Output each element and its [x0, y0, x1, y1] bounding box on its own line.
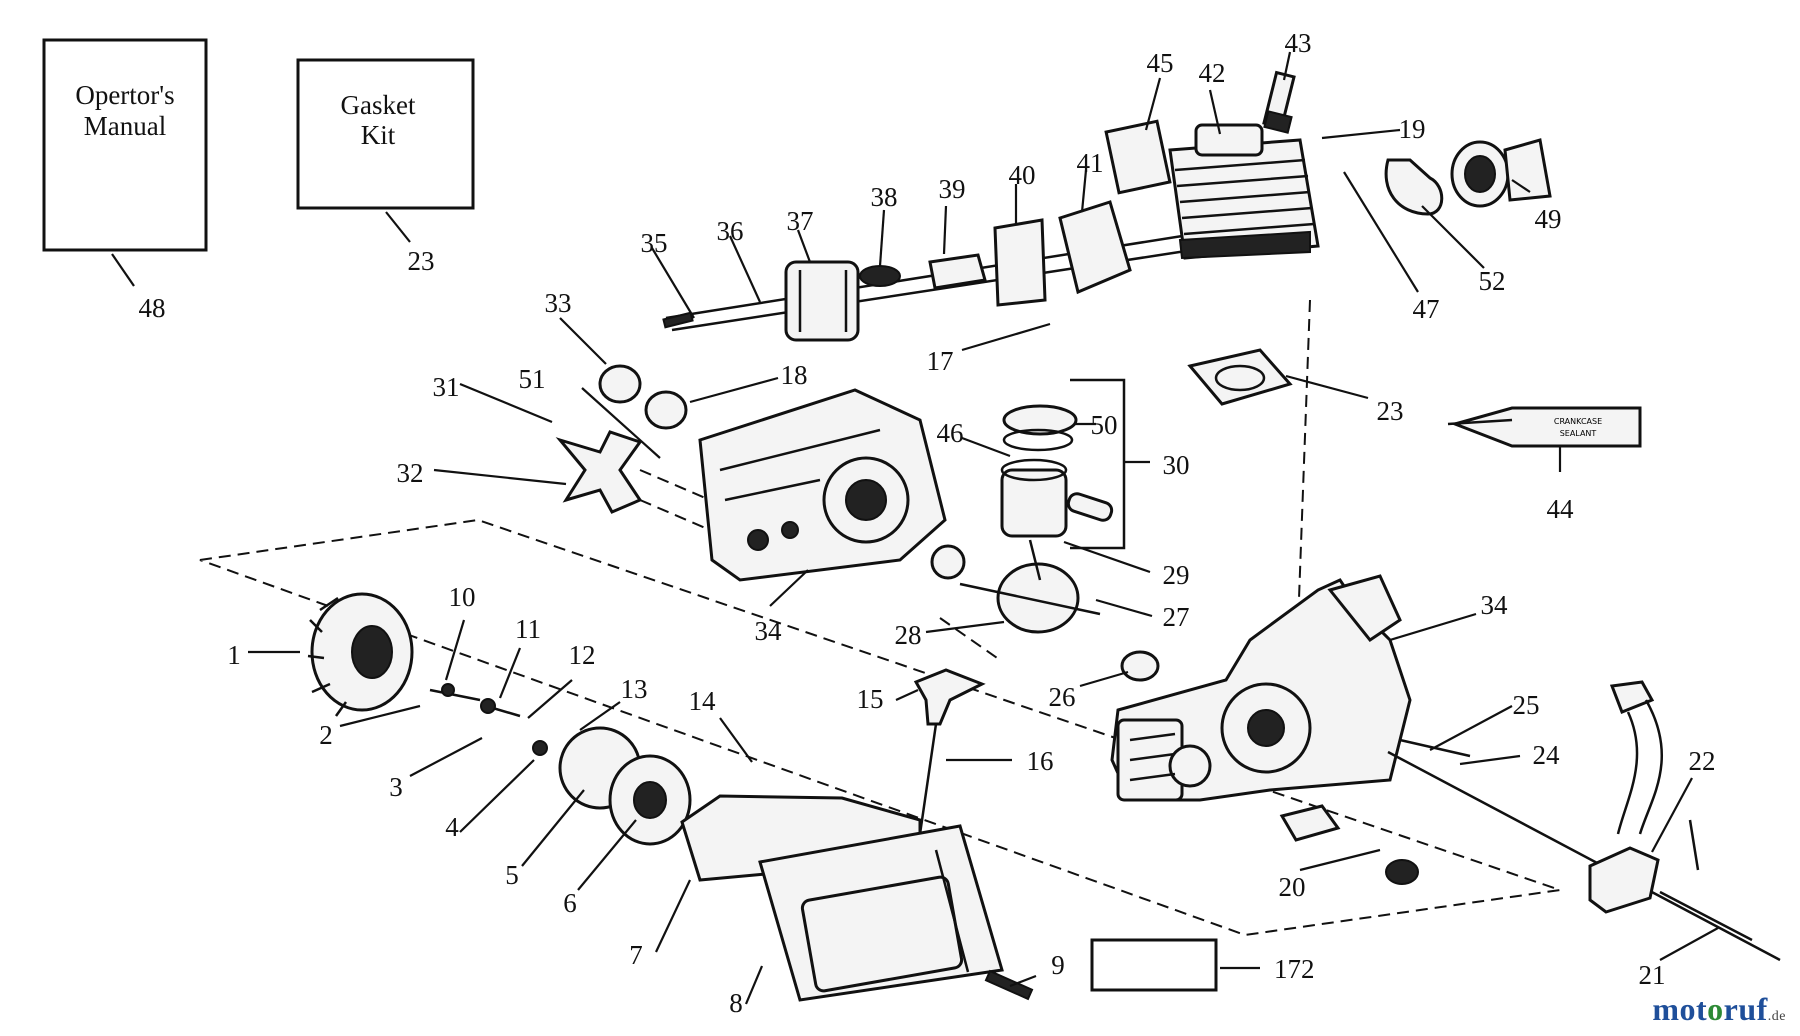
- label-6: 6: [563, 888, 577, 918]
- label-11: 11: [515, 614, 541, 644]
- label-39: 39: [939, 174, 966, 204]
- part-labels: 1 2 3 4 5 6 7 8 9 10 11 12 13 14 15 16 1…: [227, 28, 1715, 1018]
- label-23: 23: [1377, 396, 1404, 426]
- label-3: 3: [389, 772, 403, 802]
- label-2: 2: [319, 720, 333, 750]
- label-26: 26: [1049, 682, 1076, 712]
- label-52: 52: [1479, 266, 1506, 296]
- brand-part-1: mot: [1652, 991, 1708, 1027]
- manual-line-1: Opertor's: [75, 80, 174, 110]
- decal: [1104, 119, 1172, 195]
- base-gasket: [1187, 348, 1293, 406]
- label-37: 37: [787, 206, 814, 236]
- label-14: 14: [689, 686, 717, 716]
- label-23-box: 23: [408, 246, 435, 276]
- leader-lines: [248, 51, 1719, 1005]
- gasket-line-2: Kit: [361, 120, 396, 150]
- gasket-kit-box: Gasket Kit 23: [296, 58, 475, 276]
- label-13: 13: [621, 674, 648, 704]
- flywheel: [307, 592, 414, 717]
- operators-manual-box: Opertor's Manual 48: [42, 38, 208, 323]
- label-46: 46: [937, 418, 964, 448]
- label-35: 35: [641, 228, 668, 258]
- blank-label: [1090, 938, 1218, 992]
- spark-plug: [1262, 70, 1296, 134]
- label-25: 25: [1513, 690, 1540, 720]
- label-22: 22: [1689, 746, 1716, 776]
- sealant-tube: CRANKCASE SEALANT: [1447, 406, 1642, 448]
- sealant-line-2: SEALANT: [1560, 429, 1597, 438]
- label-33: 33: [545, 288, 572, 318]
- gasket-line-1: Gasket: [341, 90, 416, 120]
- label-9: 9: [1051, 950, 1065, 980]
- primer-bulb: [1385, 859, 1419, 885]
- label-28: 28: [895, 620, 922, 650]
- label-50: 50: [1091, 410, 1118, 440]
- brand-part-2: o: [1707, 991, 1724, 1027]
- bolt-9: [984, 969, 1034, 1001]
- assembly-outline: [199, 518, 1561, 937]
- crankshaft: [930, 539, 1160, 682]
- manual-line-2: Manual: [84, 111, 166, 141]
- label-19: 19: [1399, 114, 1426, 144]
- label-29: 29: [1163, 560, 1190, 590]
- label-41: 41: [1077, 148, 1104, 178]
- label-32: 32: [397, 458, 424, 488]
- intake-parts: [1384, 138, 1552, 216]
- brand-part-3: ruf: [1723, 991, 1768, 1027]
- label-4: 4: [445, 812, 459, 842]
- label-43: 43: [1285, 28, 1312, 58]
- starter-housing: [680, 794, 1004, 1002]
- label-172: 172: [1274, 954, 1315, 984]
- sealant-line-1: CRANKCASE: [1554, 417, 1602, 426]
- label-42: 42: [1199, 58, 1226, 88]
- label-27: 27: [1163, 602, 1190, 632]
- label-18: 18: [781, 360, 808, 390]
- gasket-20: [1279, 804, 1341, 842]
- cylinder: [1168, 123, 1320, 260]
- seal-ring: [644, 390, 688, 430]
- throttle-handle: [1588, 680, 1753, 942]
- label-31: 31: [433, 372, 460, 402]
- label-51: 51: [519, 364, 546, 394]
- label-34-left: 34: [755, 616, 783, 646]
- label-7: 7: [629, 940, 643, 970]
- label-12: 12: [569, 640, 596, 670]
- label-47: 47: [1413, 294, 1440, 324]
- crankcase-main: [1110, 574, 1412, 802]
- label-21: 21: [1639, 960, 1666, 990]
- label-48: 48: [139, 293, 166, 323]
- brand-watermark: motoruf.de: [1652, 991, 1786, 1028]
- label-38: 38: [871, 182, 898, 212]
- label-24: 24: [1533, 740, 1561, 770]
- label-44: 44: [1547, 494, 1575, 524]
- label-5: 5: [505, 860, 519, 890]
- label-40: 40: [1009, 160, 1036, 190]
- label-20: 20: [1279, 872, 1306, 902]
- label-1: 1: [227, 640, 241, 670]
- label-49: 49: [1535, 204, 1562, 234]
- label-8: 8: [729, 988, 743, 1018]
- label-36: 36: [717, 216, 744, 246]
- chain-sprocket: [555, 430, 643, 514]
- label-30: 30: [1163, 450, 1190, 480]
- piston-assembly: [1000, 378, 1126, 550]
- label-16: 16: [1027, 746, 1054, 776]
- label-15: 15: [857, 684, 884, 714]
- label-10: 10: [449, 582, 476, 612]
- label-45: 45: [1147, 48, 1174, 78]
- starter-handle: [913, 668, 986, 726]
- oil-seal: [598, 364, 642, 404]
- carburetor-assembly: [662, 200, 1226, 342]
- crankcase-half-left: [698, 388, 947, 582]
- label-34-right: 34: [1481, 590, 1509, 620]
- brand-part-4: .de: [1767, 1009, 1786, 1024]
- label-17: 17: [927, 346, 954, 376]
